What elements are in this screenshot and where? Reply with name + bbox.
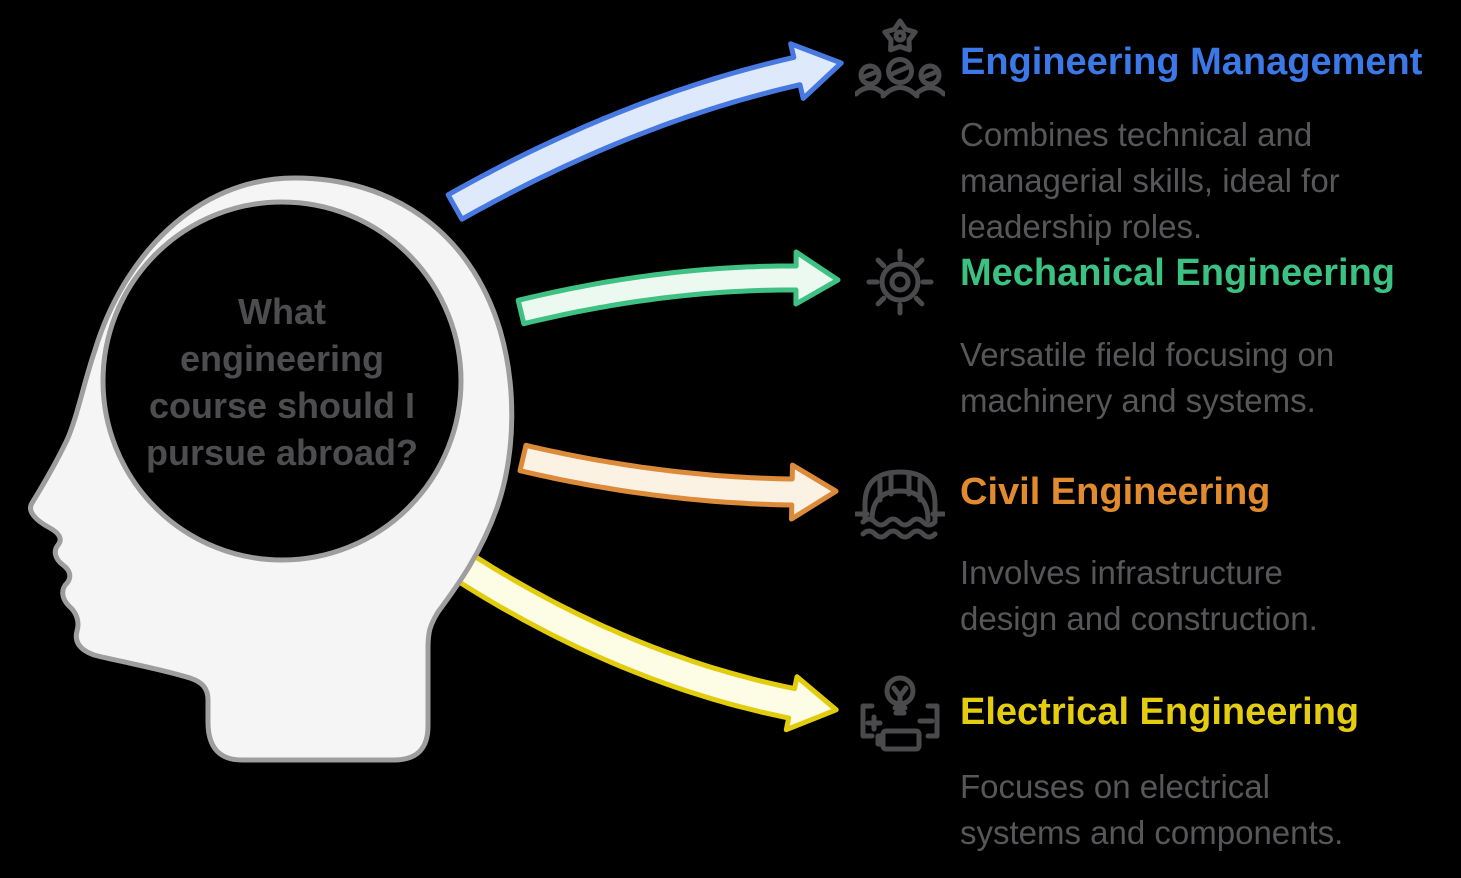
course-description: Versatile field focusing on machinery an… (960, 336, 1335, 419)
course-row-mechanical-engineering: Mechanical Engineering Versatile field f… (855, 238, 1440, 428)
gear-icon (866, 248, 934, 316)
course-title: Mechanical Engineering (960, 252, 1395, 294)
course-title: Civil Engineering (960, 471, 1271, 513)
arrow-civil-engineering (517, 442, 839, 522)
course-description: Focuses on electrical systems and compon… (960, 768, 1344, 851)
head-question-text: What engineering course should I pursue … (145, 291, 419, 473)
course-title: Electrical Engineering (960, 691, 1360, 733)
team-management-icon (855, 18, 945, 99)
arrow-electrical-engineering (451, 550, 839, 733)
lightbulb-battery-icon (860, 675, 940, 752)
course-row-electrical-engineering: Electrical Engineering Focuses on electr… (855, 668, 1440, 863)
arrow-mechanical-engineering (515, 249, 841, 327)
brain-circle (100, 199, 464, 563)
arrow-engineering-management (445, 41, 844, 222)
course-row-engineering-management: Engineering Management Combines technica… (855, 15, 1440, 255)
course-row-civil-engineering: Civil Engineering Involves infrastructur… (855, 452, 1440, 647)
course-description: Involves infrastructure design and const… (960, 554, 1318, 637)
bridge-icon (855, 469, 945, 540)
course-title: Engineering Management (960, 41, 1423, 83)
course-description: Combines technical and managerial skills… (960, 116, 1340, 245)
